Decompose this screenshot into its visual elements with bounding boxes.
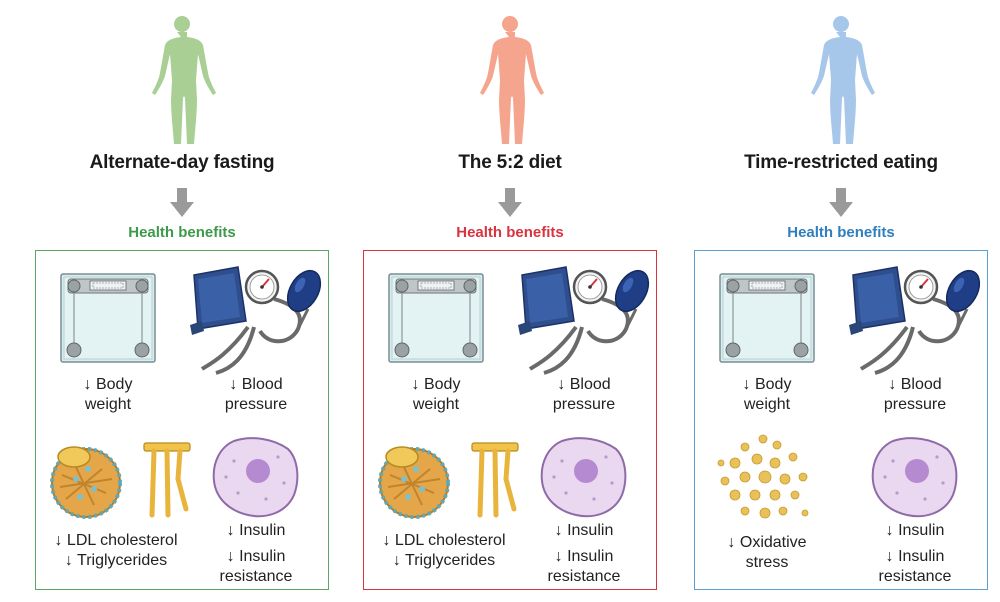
- health-benefits-heading: Health benefits: [128, 224, 236, 241]
- column-title: Time-restricted eating: [744, 152, 938, 173]
- label-ldl-triglycerides: ↓ LDL cholesterol↓ Triglycerides: [382, 532, 506, 569]
- ldl-particle-icon: [372, 439, 464, 519]
- human-figure-icon: [132, 14, 232, 154]
- column-alternate-day-fasting: Alternate-day fasting Health benefits ↓ …: [17, 0, 347, 602]
- fat-cell-icon: [871, 435, 959, 519]
- fat-cell-icon: [212, 435, 300, 519]
- triglyceride-icon: [142, 439, 192, 519]
- column-time-restricted-eating: Time-restricted eating Health benefits ↓…: [676, 0, 1000, 602]
- health-benefits-heading: Health benefits: [456, 224, 564, 241]
- triglyceride-icon: [470, 439, 520, 519]
- fat-cell-icon: [540, 435, 628, 519]
- human-figure-icon: [791, 14, 891, 154]
- down-arrow-icon: [829, 188, 853, 218]
- bathroom-scale-icon: [719, 273, 815, 363]
- blood-pressure-cuff-icon: [845, 265, 981, 375]
- column-title: Alternate-day fasting: [89, 152, 275, 173]
- down-arrow-icon: [498, 188, 522, 218]
- oxidative-particles-icon: [715, 433, 811, 525]
- bathroom-scale-icon: [388, 273, 484, 363]
- column-title: The 5:2 diet: [458, 152, 562, 173]
- blood-pressure-cuff-icon: [514, 265, 650, 375]
- ldl-particle-icon: [44, 439, 136, 519]
- bathroom-scale-icon: [60, 273, 156, 363]
- human-figure-icon: [460, 14, 560, 154]
- down-arrow-icon: [170, 188, 194, 218]
- blood-pressure-cuff-icon: [186, 265, 322, 375]
- label-ldl-triglycerides: ↓ LDL cholesterol↓ Triglycerides: [54, 532, 178, 569]
- health-benefits-heading: Health benefits: [787, 224, 895, 241]
